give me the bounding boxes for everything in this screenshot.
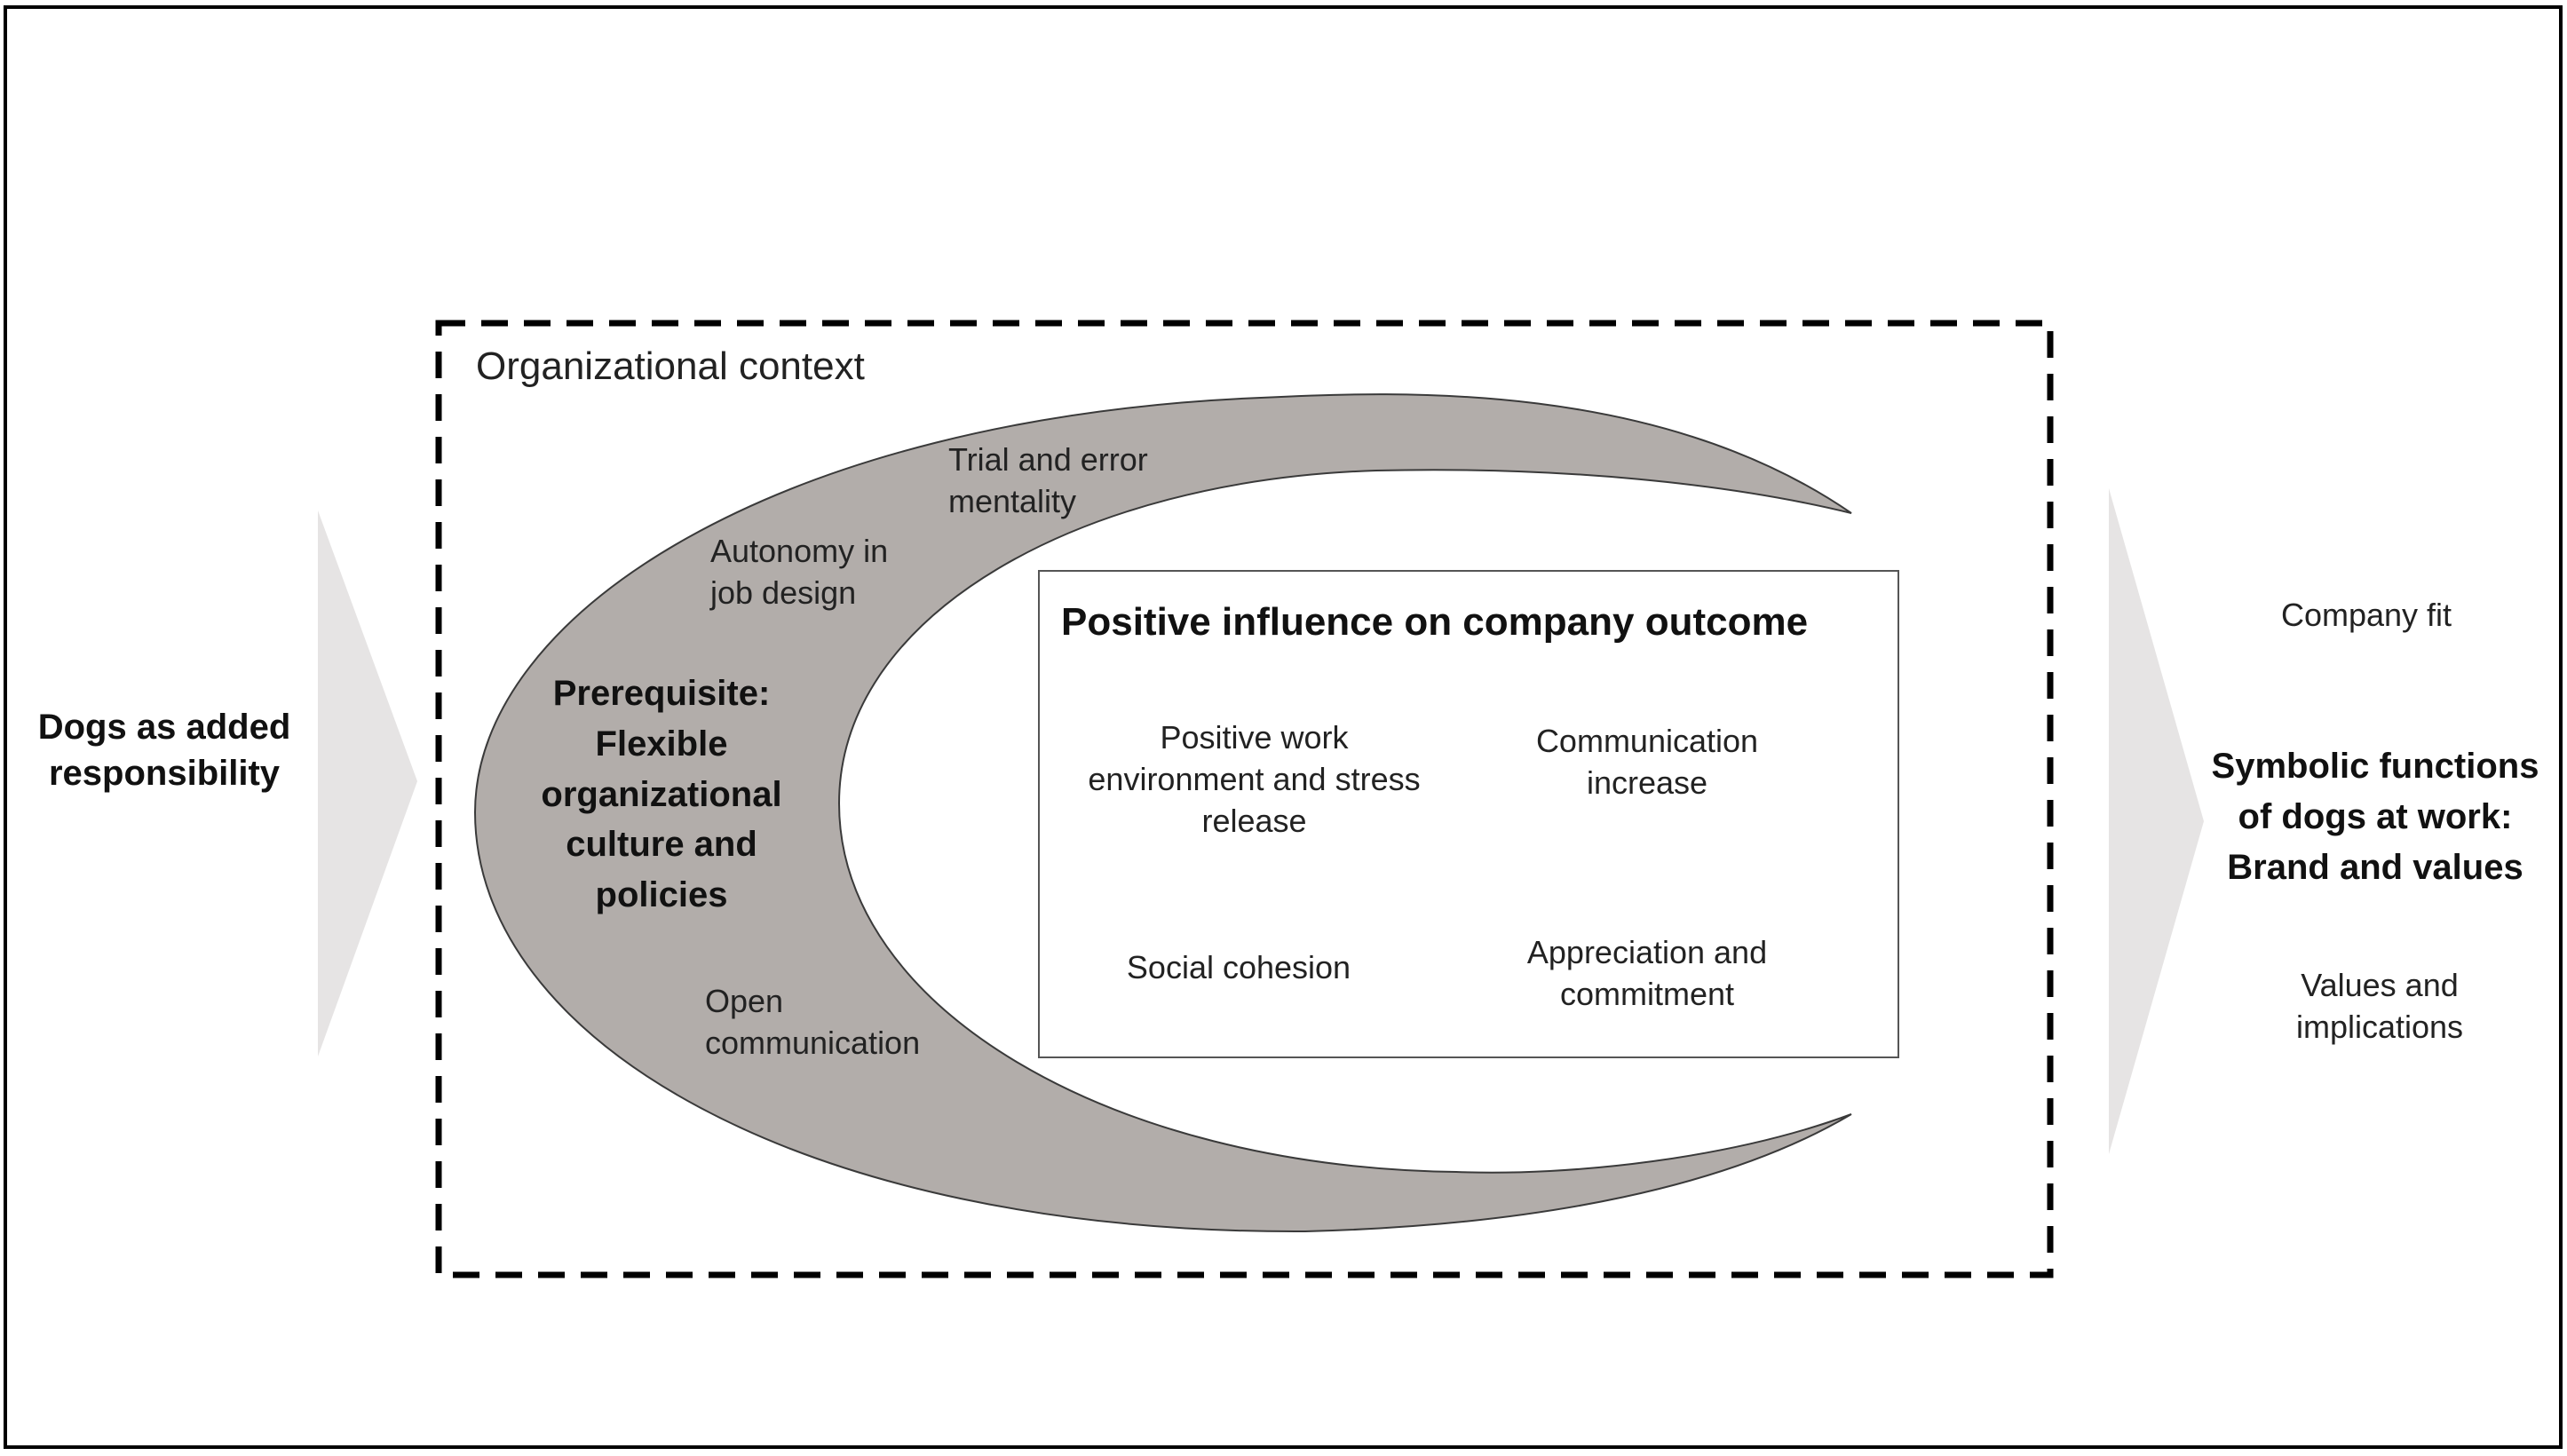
outer-border [4,5,2563,1449]
prerequisite-crescent [473,393,1852,1233]
prerequisite-label: Prerequisite: Flexible organizational cu… [541,674,782,915]
output-values: Values and implications [2295,967,2464,1045]
output-main-label: Symbolic functions of dogs at work: Bran… [2211,747,2539,887]
organizational-context-frame [435,320,2054,1278]
outcome-item-social-cohesion: Social cohesion [1126,949,1351,985]
outcome-title: Positive influence on company outcome [1061,600,1809,644]
outcome-item-communication: Communication increase [1535,723,1759,801]
output-company-fit: Company fit [2280,597,2452,633]
context-title: Organizational context [476,344,865,388]
outcome-box [1038,570,1899,1058]
crescent-item-trial-error: Trial and error mentality [948,441,1148,519]
output-arrow [2109,488,2204,1154]
outcome-item-appreciation: Appreciation and commitment [1526,934,1768,1012]
crescent-item-open-communication: Open communication [705,983,921,1061]
outcome-item-work-environment: Positive work environment and stress rel… [1088,719,1421,839]
input-arrow [318,510,417,1056]
input-label: Dogs as added responsibility [37,708,291,793]
crescent-item-autonomy: Autonomy in job design [710,533,889,611]
